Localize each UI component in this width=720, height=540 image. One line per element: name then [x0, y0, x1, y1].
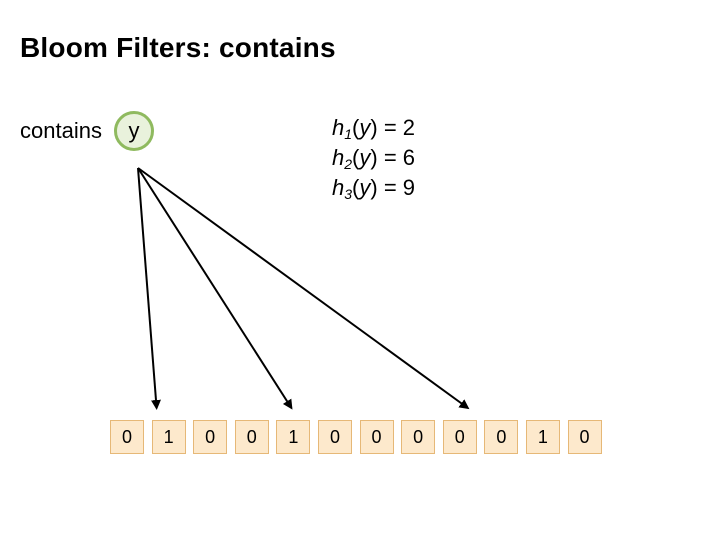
bit-cell-10: 1 [525, 420, 560, 454]
bit-cell-3: 0 [234, 420, 269, 454]
bit-cell-11: 0 [567, 420, 602, 454]
hash-line-3: h3(y) = 9 [332, 175, 416, 202]
hash-3-value: 9 [402, 175, 416, 200]
arrow-to-bit-4 [137, 167, 293, 410]
bit-cell-4: 1 [276, 420, 311, 454]
hash-2-value: 6 [402, 145, 416, 170]
slide-title: Bloom Filters: contains [20, 32, 336, 63]
bit-cell-6: 0 [359, 420, 394, 454]
element-node: y [114, 111, 154, 151]
hash-line-1: h1(y) = 2 [332, 115, 416, 142]
bit-cell-9: 0 [484, 420, 519, 454]
bit-cell-2: 0 [193, 420, 228, 454]
operation-label: contains [20, 118, 102, 143]
bit-cell-1: 1 [151, 420, 186, 454]
hash-1-value: 2 [402, 115, 416, 140]
bit-cell-7: 0 [401, 420, 436, 454]
bit-cell-5: 0 [317, 420, 352, 454]
bit-cell-0: 0 [110, 420, 144, 454]
element-label: y [128, 118, 140, 143]
arrow-to-bit-8 [137, 167, 470, 410]
hash-line-2: h2(y) = 6 [332, 145, 416, 172]
arrow-to-bit-1 [137, 167, 161, 410]
bit-cell-8: 0 [442, 420, 477, 454]
